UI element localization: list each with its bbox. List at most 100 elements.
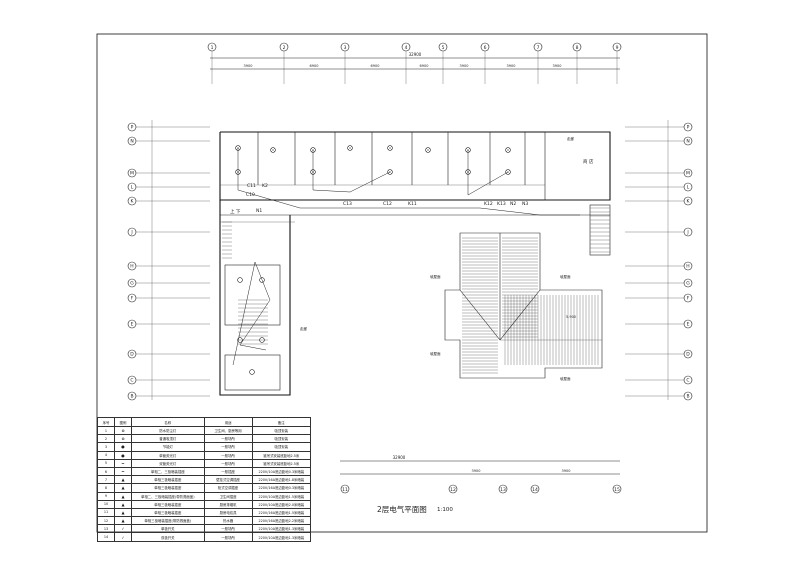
circuit-label: C11 [247,183,256,189]
roof-area-label: 5.900 [566,315,576,319]
axis-label-right: F [687,296,690,302]
legend-no: 7 [97,475,115,485]
dimension-segment: 3900 [507,64,516,68]
legend-no: 12 [97,516,115,526]
axis-bubble [340,484,350,494]
legend-name: 单管荧光灯 [131,450,205,460]
lamp-icon [425,147,431,153]
drawing-scale: 1:100 [437,507,453,513]
dimension-segment: 6900 [310,64,319,68]
circuit-label: K13 [497,201,506,207]
legend-note: 吸顶安装 [251,434,312,444]
axis-label-top: 6 [484,45,487,51]
legend-symbol: ▲ [114,499,132,509]
legend-use: 一般场所 [203,450,253,460]
circuit-label: K12 [484,201,493,207]
axis-label-left: J [130,230,132,236]
axis-label-right: G [686,281,690,287]
shop-label: 商 店 [583,158,594,165]
roof-hip [459,289,501,341]
dimension-segment: 3900 [553,64,562,68]
circuit-label: C10 [246,192,255,198]
legend-name: 单相二、三极暗装插座 [131,466,205,477]
dimension-segment: 3900 [460,64,469,68]
legend-name: 普通吸顶灯 [131,434,205,444]
axis-label-left: N [130,139,133,145]
axis-label-right: M [686,171,690,177]
legend-note: 吸顶安装 [251,442,312,452]
axis-label-top: 4 [405,45,408,51]
axis-bubble [448,484,458,494]
axis-label-left: E [131,322,134,328]
legend-use: 卫生间、厨房等用 [203,425,253,436]
legend-symbol: ▲ [114,475,132,485]
dimension-total-bottom: 32900 [393,455,406,460]
legend-no: 6 [97,466,115,477]
lamp-icon [259,337,265,343]
circuit-label: N1 [256,208,262,214]
legend-symbol: ▲ [114,483,132,493]
wiring-line [312,150,391,193]
axis-label-right: L [687,185,690,191]
legend-name: 单相三极暗装插座(带防溅面盖) [131,516,205,526]
wiring-line [237,148,580,216]
roof-label: 坡屋面 [560,274,571,279]
dimension-segment: 3900 [562,469,571,473]
legend-name: 双管荧光灯 [131,458,205,468]
legend-note: 链吊式安装底距地2.5米 [251,450,312,460]
drawing-title: 2层电气平面图 [377,505,427,514]
axis-label-bottom: 15 [614,487,620,493]
legend-symbol: ⊗ [114,425,132,436]
lamp-icon [388,146,392,150]
dimension-total-top: 32900 [409,52,422,57]
legend-symbol: ▲ [114,516,132,526]
axis-label-left: F [131,296,134,302]
axis-label-bottom: 14 [532,487,538,493]
axis-label-right: P [687,125,690,131]
legend-symbol: ⊗ [114,434,132,444]
legend-symbol: ● [114,450,132,460]
legend-use: 一般场所 [203,434,253,444]
stair-label: 上 下 [230,208,241,215]
legend-use: 厨房电炊具 [203,507,253,518]
legend-use: 一般插座 [203,466,253,477]
lamp-icon [270,147,276,153]
legend-symbol: ✓ [114,532,132,542]
axis-label-left: L [131,185,134,191]
legend-use: 一般场所 [203,458,253,468]
lamp-icon [505,147,511,153]
left-wing-room [224,264,281,326]
legend-no: 3 [97,442,115,452]
legend-use: 一般场所 [203,524,253,534]
wiring-line [467,150,509,196]
legend-use: 柜式空调插座 [203,483,253,493]
dimension-segment: 6900 [420,64,429,68]
lamp-icon [387,145,393,151]
axis-label-right: E [687,322,690,328]
lamp-icon [348,146,352,150]
axis-bubble [498,484,508,494]
legend-header-note: 备注 [251,417,312,427]
legend-use: 一般场所 [203,532,253,542]
left-wing-room [224,354,281,391]
legend-symbol: ▲ [114,491,132,501]
axis-label-right: D [686,352,690,358]
legend-no: 13 [97,524,115,534]
legend-note: 220V/10A底边距地1.3米暗装 [251,524,312,534]
lamp-icon [259,277,265,283]
legend-use: 壁挂式空调插座 [203,475,253,485]
circuit-label: C12 [383,201,392,207]
axis-bubble [530,484,540,494]
legend-note: 吸顶安装 [251,425,312,436]
sheet-border [96,33,708,533]
axis-label-right: C [686,378,689,384]
axis-label-top: 9 [616,45,619,51]
roof-label: 坡屋面 [430,274,441,279]
wiring-line [232,261,271,366]
legend-name: 单相三极暗装插座 [131,483,205,493]
axis-label-right: N [686,139,689,145]
axis-label-top: 8 [576,45,579,51]
